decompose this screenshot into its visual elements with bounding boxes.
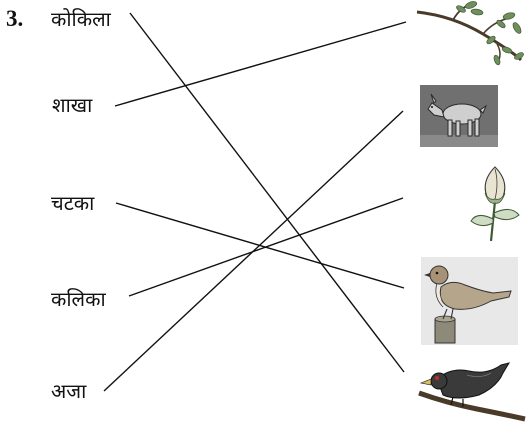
word-shakha: शाखा <box>52 93 93 117</box>
sparrow-icon <box>421 257 518 345</box>
match-line-kokila <box>129 12 405 373</box>
word-kokila: कोकिला <box>51 7 111 31</box>
word-kalika: कलिका <box>51 287 106 311</box>
cuckoo-icon <box>418 362 526 422</box>
bud-icon <box>470 166 520 242</box>
match-line-aja <box>103 110 404 392</box>
question-number: 3. <box>6 6 24 31</box>
branch-icon <box>416 1 524 66</box>
goat-icon <box>420 85 498 147</box>
match-line-kalika <box>128 197 404 297</box>
match-line-shakha <box>114 21 407 107</box>
word-aja: अजा <box>51 379 87 403</box>
word-chataka: चटका <box>51 191 95 215</box>
